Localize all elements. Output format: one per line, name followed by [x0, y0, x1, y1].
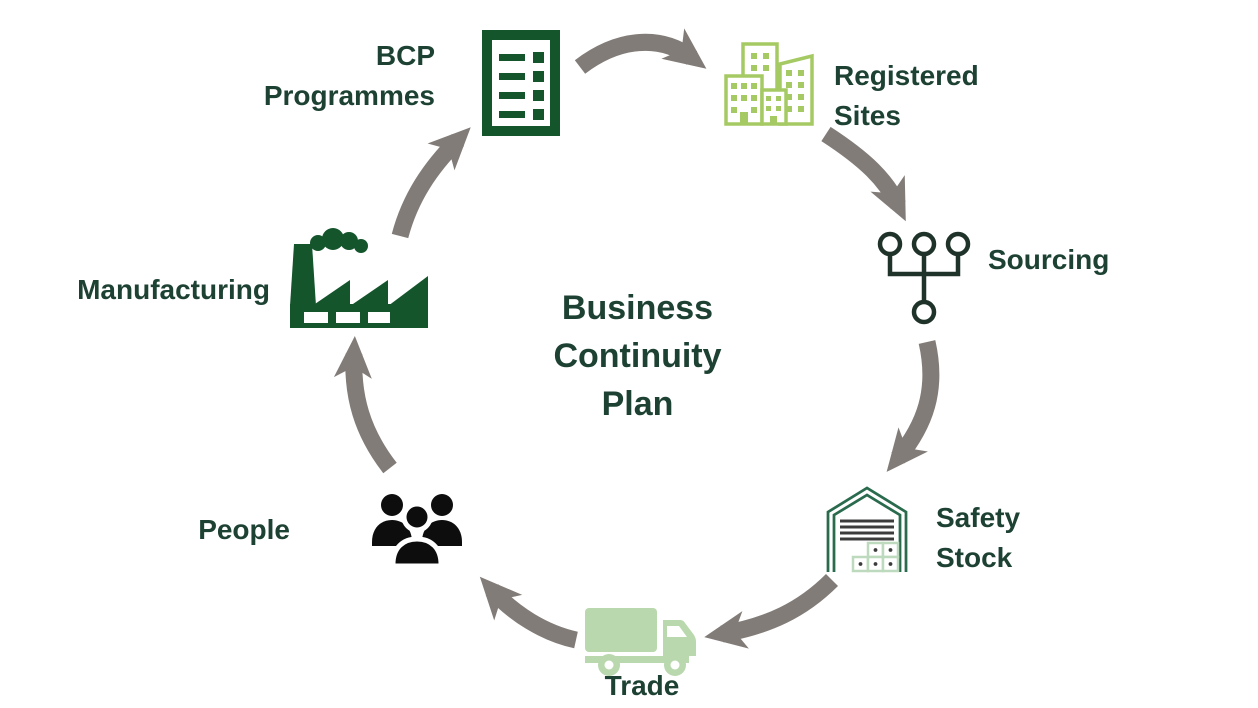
- truck-icon: [585, 608, 696, 676]
- label-bcp-programmes: BCP Programmes: [263, 40, 435, 111]
- arrow-sourcing-to-stock: [886, 340, 940, 472]
- label-sourcing: Sourcing: [988, 244, 1110, 275]
- factory-icon: [290, 228, 428, 328]
- center-title: Business Continuity Plan: [505, 284, 770, 428]
- label-registered-sites: Registered Sites: [834, 60, 979, 131]
- checklist-icon: [482, 30, 560, 136]
- label-trade: Trade: [604, 670, 680, 701]
- arrow-trade-to-people: [479, 576, 578, 649]
- warehouse-icon: [826, 486, 908, 573]
- arrow-bcp-to-sites: [574, 28, 707, 74]
- center-title-line: Continuity: [553, 337, 722, 375]
- label-safety-stock: Safety Stock: [936, 502, 1021, 573]
- supplier-hierarchy-icon: [877, 231, 971, 325]
- arrow-mfg-to-bcp: [391, 127, 471, 239]
- arrow-sites-to-sourcing: [821, 126, 906, 222]
- label-people: People: [198, 514, 290, 545]
- label-manufacturing: Manufacturing: [77, 274, 270, 305]
- center-title-line: Plan: [601, 385, 674, 423]
- center-title-line: Business: [561, 289, 714, 327]
- people-icon: [372, 494, 462, 568]
- arrow-stock-to-trade: [704, 573, 839, 649]
- arrow-people-to-mfg: [333, 336, 397, 474]
- buildings-icon: [724, 42, 814, 126]
